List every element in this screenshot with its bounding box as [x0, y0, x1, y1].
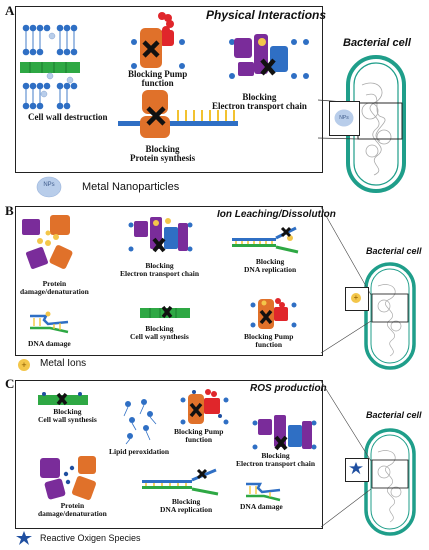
- panel-c-caption-etc: Blocking Electron transport chain: [236, 451, 316, 468]
- panel-b-caption-cell-wall: Blocking Cell wall synthesis: [130, 324, 189, 341]
- panel-c-cell-wall-illustration: [38, 392, 88, 406]
- panel-c-etc-illustration: [252, 415, 317, 451]
- panel-b-title: Ion Leaching/Dissolution: [217, 209, 336, 220]
- panel-c-lipid-illustration: [123, 399, 157, 445]
- panel-b-ion-legend-icon: [18, 359, 30, 371]
- panel-b-caption-dna-damage: DNA damage: [28, 339, 71, 348]
- panel-b-legend-label: Metal Ions: [40, 358, 87, 369]
- panel-b-bacterial-cell: [364, 262, 416, 370]
- panel-b-letter: B: [5, 203, 14, 218]
- panel-a-bacterial-cell-label: Bacterial cell: [343, 37, 411, 49]
- panel-c-bacterial-cell: [364, 428, 416, 536]
- panel-a-pump-illustration: [131, 12, 185, 69]
- panel-a-np-legend-icon-text: NPs: [43, 182, 55, 188]
- panel-c-pump-illustration: [180, 389, 229, 425]
- panel-c-bacterial-cell-label: Bacterial cell: [366, 410, 422, 420]
- panel-a-np-marker-text: NPs: [339, 115, 349, 121]
- panel-c-ros-legend-icon: [16, 531, 32, 545]
- panel-a-caption-protein: Blocking Protein synthesis: [130, 144, 196, 164]
- panel-c-caption-cell-wall: Blocking Cell wall synthesis: [38, 407, 97, 424]
- panel-a-caption-etc: Blocking Electron transport chain: [212, 92, 307, 112]
- panel-a-title: Physical Interactions: [206, 8, 327, 22]
- panel-c-letter: C: [5, 376, 15, 391]
- panel-a-letter: A: [5, 3, 15, 18]
- panel-b-protein-damage-illustration: [22, 215, 73, 269]
- panel-a-np-legend-icon: [36, 176, 62, 198]
- panel-b-etc-illustration: [128, 217, 193, 253]
- panel-b-ion-marker-text: +: [353, 293, 359, 302]
- panel-b-bacterial-cell-label: Bacterial cell: [366, 246, 422, 256]
- panel-b-caption-etc: Blocking Electron transport chain: [120, 261, 200, 278]
- panel-c-dna-rep-illustration: [142, 468, 219, 496]
- panel-c-caption-protein-damage: Protein damage/denaturation: [38, 501, 107, 518]
- panel-a-np-marker-circle: [334, 109, 354, 127]
- panel-c-ros-marker: [349, 462, 363, 475]
- panel-b-ion-marker-circle: [351, 293, 361, 303]
- panel-a-caption-cell-wall: Cell wall destruction: [28, 112, 108, 122]
- panel-c-caption-dna-rep: Blocking DNA replication: [160, 497, 213, 514]
- panel-c-title: ROS production: [250, 383, 327, 394]
- panel-b-caption-protein-damage: Protein damage/denaturation: [20, 279, 89, 296]
- panel-c-caption-lipid: Lipid peroxidation: [109, 447, 170, 456]
- panel-b-dna-rep-illustration: [232, 226, 299, 254]
- panel-c-zoom-lines: [320, 380, 372, 528]
- panel-c-dna-damage-illustration: [246, 482, 281, 502]
- panel-c-caption-pump: Blocking Pump function: [174, 427, 224, 444]
- panel-c-protein-damage-illustration: [40, 456, 96, 500]
- panel-b-caption-pump: Blocking Pump function: [244, 332, 294, 349]
- panel-a-protein-illustration: [118, 90, 238, 138]
- panel-c-caption-dna-damage: DNA damage: [240, 502, 283, 511]
- panel-b-cell-wall-illustration: [140, 305, 190, 319]
- panel-b-dna-damage-illustration: [30, 311, 69, 334]
- panel-b-zoom-lines: [320, 206, 372, 354]
- panel-b-ion-legend-icon-text: +: [21, 360, 27, 370]
- panel-a-etc-illustration: [229, 34, 309, 79]
- panel-a-legend-label: Metal Nanoparticles: [82, 181, 180, 193]
- panel-b-pump-illustration: [250, 298, 297, 329]
- panel-c-legend-label: Reactive Oxigen Species: [40, 533, 141, 543]
- panel-b-caption-dna-rep: Blocking DNA replication: [244, 257, 297, 274]
- panel-a-cell-wall-illustration: [20, 24, 80, 110]
- panel-a-caption-pump: Blocking Pump function: [128, 69, 188, 89]
